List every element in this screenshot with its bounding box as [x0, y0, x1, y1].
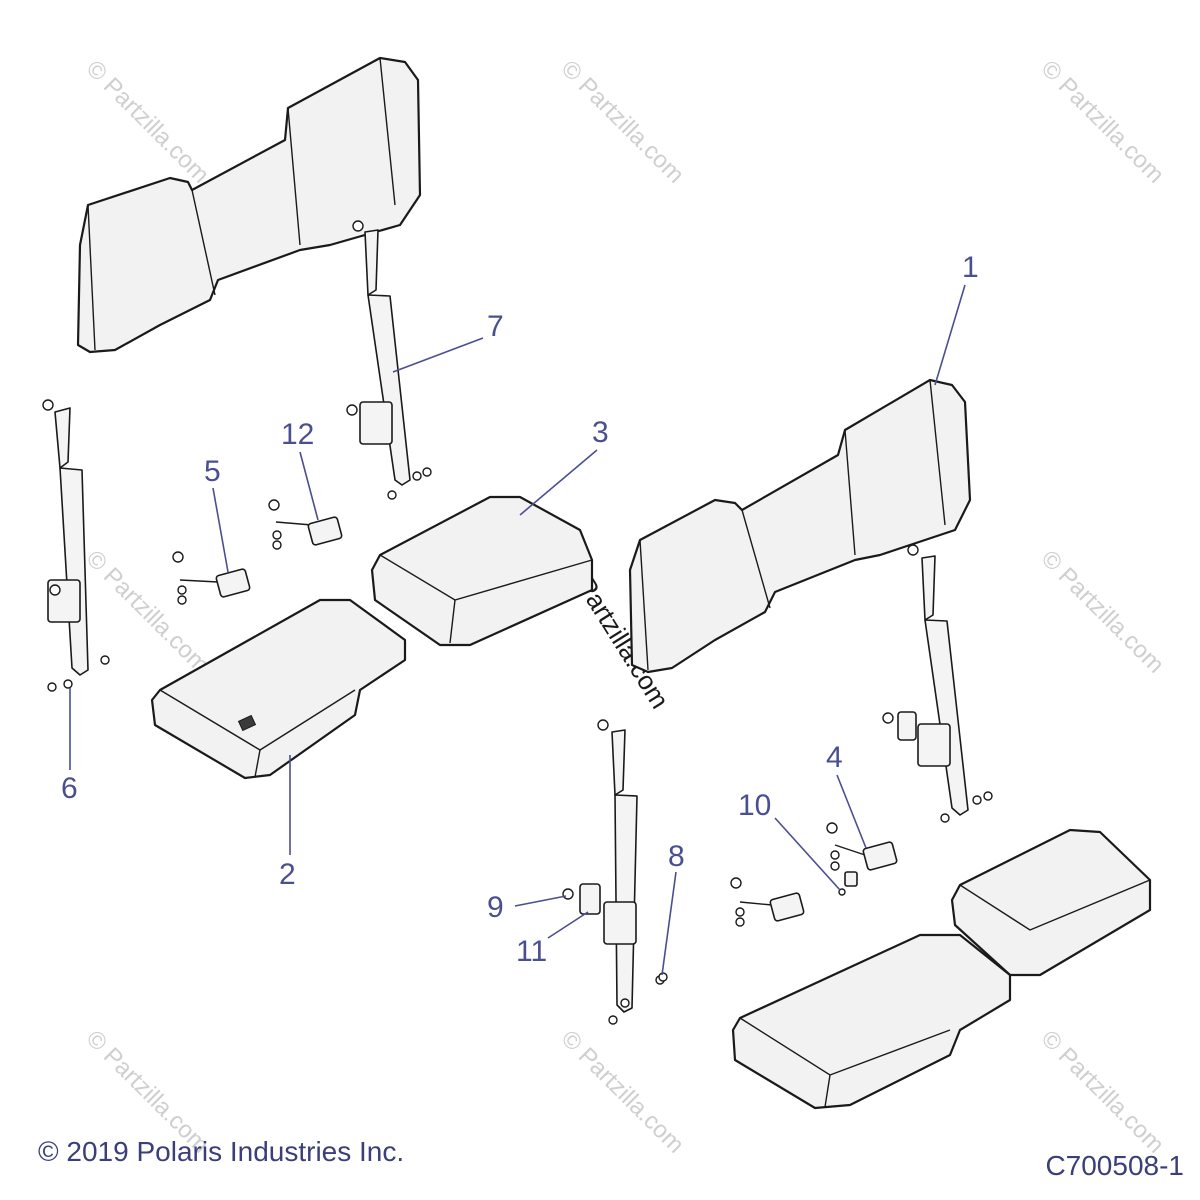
callout-5: 5 [204, 455, 221, 488]
watermark-top-center: © Partzilla.com [556, 55, 689, 188]
leader-4 [836, 774, 867, 849]
hardware-front-center [562, 883, 846, 982]
leader-8 [661, 871, 677, 976]
leader-lines [69, 284, 966, 976]
seat-bottom-3 [370, 495, 594, 647]
callout-10: 10 [738, 789, 771, 822]
buckle-front-left [730, 877, 805, 927]
leader-5 [212, 487, 229, 573]
watermark-top-right: © Partzilla.com [1036, 55, 1169, 188]
callout-11: 11 [516, 935, 547, 968]
leader-3 [519, 449, 598, 516]
leader-10 [774, 817, 841, 891]
callout-3: 3 [592, 416, 609, 449]
callout-labels: 1 2 3 4 5 6 7 8 9 10 11 12 [61, 251, 979, 968]
buckle-4 [826, 822, 898, 887]
seat-bottom-front-left [731, 933, 1012, 1110]
front-seat-backrest [628, 378, 972, 674]
rear-seat-backrest [76, 56, 422, 354]
callout-12: 12 [281, 418, 314, 451]
seat-belt-center-rear [346, 220, 432, 500]
drawing-code: C700508-1 [1045, 1150, 1184, 1181]
callout-8: 8 [668, 840, 685, 873]
seat-bottom-2 [150, 598, 407, 780]
leader-7 [392, 337, 484, 373]
callout-6: 6 [61, 772, 78, 805]
watermark-bottom-center: © Partzilla.com [556, 1025, 689, 1158]
watermark-mid-right: © Partzilla.com [1036, 545, 1169, 678]
leader-11 [547, 911, 589, 939]
callout-4: 4 [826, 741, 843, 774]
callout-2: 2 [279, 858, 296, 891]
callout-1: 1 [962, 251, 979, 284]
leader-1 [934, 284, 966, 386]
callout-7: 7 [487, 310, 504, 343]
seat-belt-front-center [597, 719, 665, 1025]
watermark-top-left: © Partzilla.com [81, 55, 214, 188]
seat-belt-left [42, 399, 110, 692]
leader-9 [514, 895, 567, 907]
leader-12 [299, 451, 319, 521]
buckle-12 [268, 499, 343, 550]
buckle-5 [172, 551, 251, 605]
seat-belt-front-right [882, 544, 993, 823]
seat-bottom-front-right [950, 828, 1152, 977]
callout-9: 9 [487, 891, 504, 924]
watermark-bottom-right: © Partzilla.com [1036, 1025, 1169, 1158]
copyright-notice: © 2019 Polaris Industries Inc. [38, 1136, 405, 1167]
